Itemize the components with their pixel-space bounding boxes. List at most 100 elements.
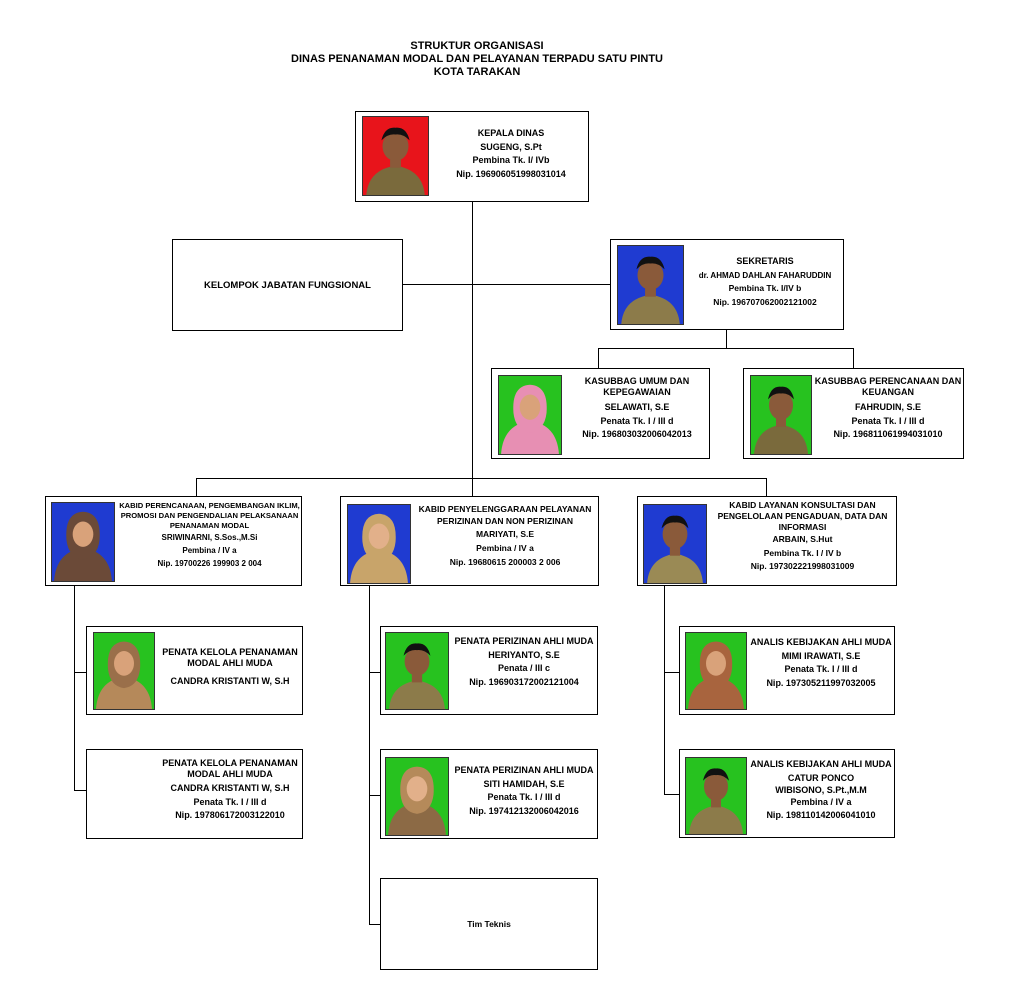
staff-penata-perizinan-1-box: PENATA PERIZINAN AHLI MUDA HERIYANTO, S.… [380, 626, 598, 715]
connector-col2-vertical [369, 586, 370, 925]
tim-teknis-label: Tim Teknis [467, 919, 511, 929]
staff-penata-perizinan-1-rank: Penata / III c [497, 663, 551, 673]
kasubbag-perencanaan-position: KASUBBAG PERENCANAAN DAN KEUANGAN [814, 376, 962, 397]
staff-penata-kelola-2-box: PENATA KELOLA PENANAMAN MODAL AHLI MUDA … [86, 749, 303, 839]
staff-penata-kelola-2-nip: Nip. 197806172003122010 [175, 810, 285, 820]
staff-penata-kelola-2-rank: Penata Tk. I / III d [193, 796, 267, 807]
staff-penata-kelola-2-position: PENATA KELOLA PENANAMAN MODAL AHLI MUDA [162, 758, 298, 779]
kabid-penyelenggaraan-photo [347, 504, 411, 584]
connector-col3-vertical [664, 586, 665, 795]
kepala-dinas-box: KEPALA DINAS SUGENG, S.Pt Pembina Tk. I/… [355, 111, 589, 202]
kabid-layanan-position: KABID LAYANAN KONSULTASI DAN PENGELOLAAN… [717, 500, 888, 532]
kabid-layanan-nip: Nip. 197302221998031009 [750, 561, 855, 571]
staff-penata-perizinan-2-nip: Nip. 197412132006042016 [469, 805, 579, 816]
kasubbag-perencanaan-box: KASUBBAG PERENCANAAN DAN KEUANGAN FAHRUD… [743, 368, 964, 459]
kabid-perencanaan-rank: Pembina / IV a [182, 546, 237, 555]
staff-analis-kebijakan-2-box: ANALIS KEBIJAKAN AHLI MUDA CATUR PONCO W… [679, 749, 895, 838]
kelompok-jabatan-fungsional-label: KELOMPOK JABATAN FUNGSIONAL [204, 279, 371, 291]
chart-title-line-2: DINAS PENANAMAN MODAL DAN PELAYANAN TERP… [291, 53, 663, 65]
connector-spine [472, 202, 473, 478]
kasubbag-perencanaan-nip: Nip. 196811061994031010 [833, 429, 943, 439]
sekretaris-nip: Nip. 196707062002121002 [713, 296, 817, 307]
staff-penata-perizinan-2-rank: Penata Tk. I / III d [487, 792, 561, 802]
kepala-dinas-photo [362, 116, 429, 196]
staff-penata-kelola-1-box: PENATA KELOLA PENANAMAN MODAL AHLI MUDA … [86, 626, 303, 715]
staff-analis-kebijakan-1-box: ANALIS KEBIJAKAN AHLI MUDA MIMI IRAWATI,… [679, 626, 895, 715]
kasubbag-umum-position: KASUBBAG UMUM DAN KEPEGAWAIAN [584, 376, 690, 397]
kasubbag-umum-name: SELAWATI, S.E [604, 402, 670, 412]
kabid-perencanaan-photo [51, 502, 115, 582]
kabid-layanan-photo [643, 504, 707, 584]
staff-penata-perizinan-2-name: SITI HAMIDAH, S.E [483, 778, 565, 789]
staff-penata-perizinan-1-name: HERIYANTO, S.E [488, 649, 560, 660]
kabid-perencanaan-name: SRIWINARNI, S.Sos.,M.Si [161, 533, 258, 542]
connector-sekretaris-down [726, 330, 727, 348]
connector-col2-c [369, 924, 380, 925]
staff-analis-kebijakan-2-position: ANALIS KEBIJAKAN AHLI MUDA [750, 759, 892, 769]
kabid-perencanaan-position: KABID PERENCANAAN, PENGEMBANGAN IKLIM, P… [119, 501, 300, 530]
kabid-perencanaan-box: KABID PERENCANAAN, PENGEMBANGAN IKLIM, P… [45, 496, 302, 586]
staff-analis-kebijakan-1-nip: Nip. 197305211997032005 [766, 677, 876, 688]
kabid-layanan-name: ARBAIN, S.Hut [772, 534, 833, 544]
staff-penata-perizinan-1-photo [385, 632, 449, 710]
connector-kasubbag-bar [598, 348, 854, 349]
kabid-penyelenggaraan-name: MARIYATI, S.E [475, 529, 535, 539]
staff-analis-kebijakan-1-rank: Penata Tk. I / III d [784, 664, 858, 674]
chart-title-line-3: KOTA TARAKAN [433, 66, 521, 78]
connector-sekretaris [473, 284, 610, 285]
kabid-penyelenggaraan-box: KABID PENYELENGGARAAN PELAYANAN PERIZINA… [340, 496, 599, 586]
staff-analis-kebijakan-2-name: CATUR PONCO WIBISONO, S.Pt.,M.M [775, 772, 867, 795]
chart-title-line-1: STRUKTUR ORGANISASI [410, 40, 544, 52]
sekretaris-box: SEKRETARIS dr. AHMAD DAHLAN FAHARUDDIN P… [610, 239, 844, 330]
staff-analis-kebijakan-1-name: MIMI IRAWATI, S.E [781, 650, 861, 661]
staff-penata-perizinan-1-nip: Nip. 196903172002121004 [469, 676, 579, 687]
connector-kasubbag-perencanaan [853, 348, 854, 368]
connector-col2-b [369, 795, 380, 796]
connector-kasubbag-umum [598, 348, 599, 368]
kabid-penyelenggaraan-position: KABID PENYELENGGARAAN PELAYANAN PERIZINA… [418, 504, 592, 526]
kabid-penyelenggaraan-nip: Nip. 19680615 200003 2 006 [449, 557, 561, 567]
kasubbag-umum-photo [498, 375, 562, 455]
kabid-layanan-box: KABID LAYANAN KONSULTASI DAN PENGELOLAAN… [637, 496, 897, 586]
staff-analis-kebijakan-2-rank: Pembina / IV a [790, 796, 852, 807]
staff-penata-perizinan-2-position: PENATA PERIZINAN AHLI MUDA [454, 765, 594, 775]
tim-teknis-box: Tim Teknis [380, 878, 598, 970]
connector-kabid-bar [196, 478, 767, 479]
staff-penata-perizinan-2-photo [385, 757, 449, 836]
staff-penata-kelola-1-position: PENATA KELOLA PENANAMAN MODAL AHLI MUDA [162, 647, 298, 668]
sekretaris-position: SEKRETARIS [736, 256, 794, 266]
kasubbag-perencanaan-rank: Penata Tk. I / III d [851, 415, 925, 426]
kabid-layanan-rank: Pembina Tk. I / IV b [763, 547, 842, 558]
kasubbag-umum-rank: Penata Tk. I / III d [600, 415, 674, 426]
staff-penata-kelola-1-name: CANDRA KRISTANTI W, S.H [170, 676, 290, 686]
staff-analis-kebijakan-1-position: ANALIS KEBIJAKAN AHLI MUDA [750, 637, 892, 647]
connector-col2-a [369, 672, 380, 673]
kasubbag-perencanaan-name: FAHRUDIN, S.E [854, 402, 921, 412]
kepala-dinas-rank: Pembina Tk. I/ IVb [472, 155, 550, 165]
kasubbag-umum-nip: Nip. 196803032006042013 [582, 429, 692, 439]
kasubbag-perencanaan-photo [750, 375, 812, 455]
kelompok-jabatan-fungsional-box: KELOMPOK JABATAN FUNGSIONAL [172, 239, 403, 331]
kabid-perencanaan-nip: Nip. 19700226 199903 2 004 [157, 559, 262, 568]
sekretaris-rank: Pembina Tk. I/IV b [728, 283, 802, 293]
connector-col1-a [74, 672, 86, 673]
staff-analis-kebijakan-2-nip: Nip. 198110142006041010 [766, 810, 876, 820]
staff-penata-perizinan-2-box: PENATA PERIZINAN AHLI MUDA SITI HAMIDAH,… [380, 749, 598, 839]
connector-col3-b [664, 794, 679, 795]
connector-kabid3 [766, 478, 767, 496]
staff-penata-kelola-1-photo [93, 632, 155, 710]
kepala-dinas-nip: Nip. 196906051998031014 [456, 168, 566, 179]
staff-penata-perizinan-1-position: PENATA PERIZINAN AHLI MUDA [454, 636, 594, 646]
staff-analis-kebijakan-2-photo [685, 757, 747, 835]
connector-col1-vertical [74, 586, 75, 791]
kasubbag-umum-box: KASUBBAG UMUM DAN KEPEGAWAIAN SELAWATI, … [491, 368, 710, 459]
sekretaris-name: dr. AHMAD DAHLAN FAHARUDDIN [698, 270, 832, 280]
connector-kabid1 [196, 478, 197, 496]
kepala-dinas-position: KEPALA DINAS [477, 128, 545, 138]
kabid-penyelenggaraan-rank: Pembina / IV a [476, 543, 534, 553]
staff-analis-kebijakan-1-photo [685, 632, 747, 710]
connector-col1-b [74, 790, 86, 791]
connector-fungsional [403, 284, 472, 285]
connector-kabid2 [472, 478, 473, 496]
connector-col3-a [664, 672, 679, 673]
